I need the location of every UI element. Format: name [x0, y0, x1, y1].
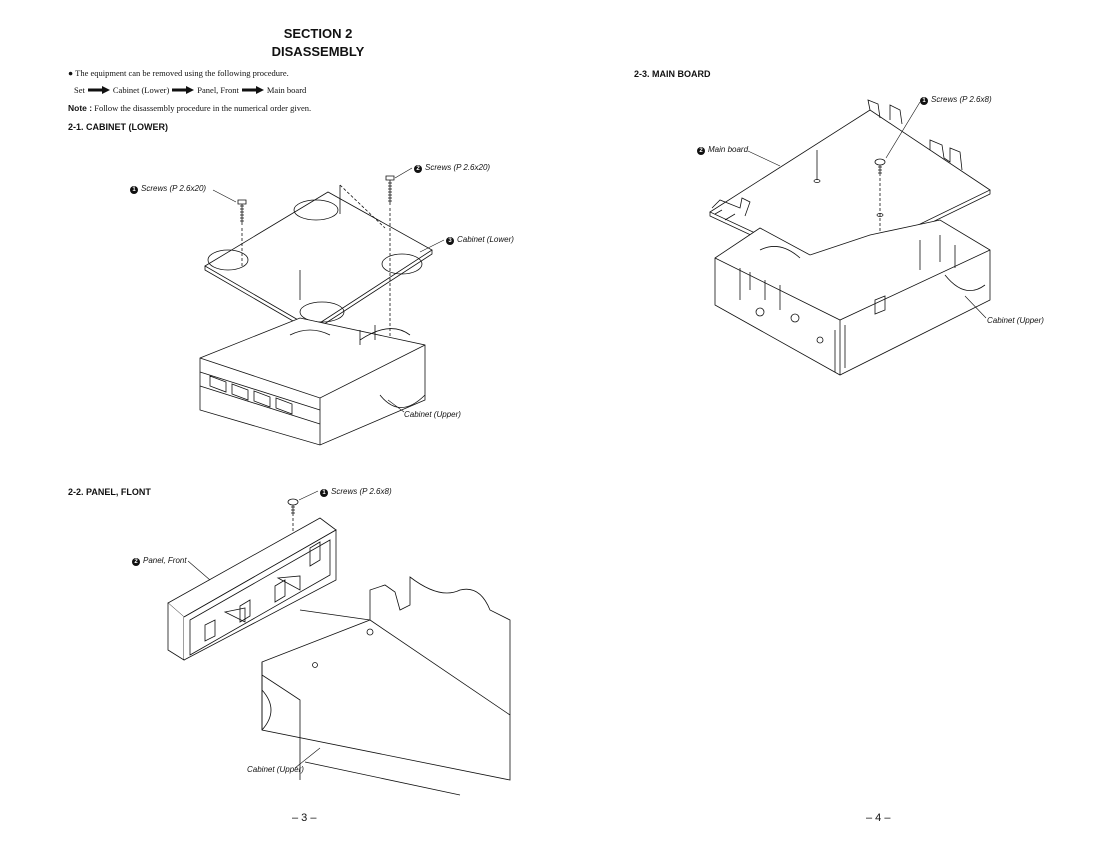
flow-step-panel-front: Panel, Front: [197, 85, 239, 95]
screw-right-icon: [386, 176, 394, 355]
arrow-right-icon: [241, 86, 264, 94]
panel-front-diagram: [160, 495, 510, 795]
screw-left-icon: [238, 200, 246, 268]
page-number-right: – 4 –: [866, 812, 891, 824]
note-text: Follow the disassembly procedure in the …: [94, 103, 312, 113]
callout-number: 1: [130, 186, 138, 194]
callout-number: 1: [320, 489, 328, 497]
cabinet-lower-diagram: [190, 170, 450, 460]
callout-number: 2: [414, 165, 422, 173]
callout-number: 2: [132, 558, 140, 566]
bullet-icon: ●: [68, 68, 74, 78]
page-number-left: – 3 –: [292, 812, 317, 824]
callout-number: 1: [920, 97, 928, 105]
heading-main-board: 2-3. MAIN BOARD: [634, 69, 711, 79]
arrow-right-icon: [172, 86, 195, 94]
label-cabinet-upper-panel: Cabinet (Upper): [247, 765, 304, 774]
heading-panel-front: 2-2. PANEL, FLONT: [68, 487, 151, 497]
label-cabinet-upper-main: Cabinet (Upper): [987, 316, 1044, 325]
flow-step-cabinet-lower: Cabinet (Lower): [112, 85, 170, 95]
section-number: SECTION 2: [283, 26, 353, 41]
callout-number: 2: [697, 147, 705, 155]
intro-bullet: ● The equipment can be removed using the…: [68, 68, 289, 78]
main-board-diagram: [700, 95, 1000, 385]
arrow-right-icon: [87, 86, 110, 94]
heading-cabinet-lower: 2-1. CABINET (LOWER): [68, 122, 168, 132]
procedure-flow: Set Cabinet (Lower) Panel, Front Main bo…: [74, 85, 306, 95]
cabinet-lower-leaders: [200, 160, 460, 420]
main-board-leaders: [740, 95, 1000, 325]
note-label: Note :: [68, 103, 93, 113]
callout-number: 3: [446, 237, 454, 245]
flow-step-set: Set: [74, 85, 85, 95]
note: Note : Follow the disassembly procedure …: [68, 103, 311, 113]
flow-step-main-board: Main board: [266, 85, 307, 95]
panel-front-leaders: [180, 485, 340, 775]
section-title: DISASSEMBLY: [271, 44, 365, 59]
label-cabinet-upper: Cabinet (Upper): [404, 410, 461, 419]
